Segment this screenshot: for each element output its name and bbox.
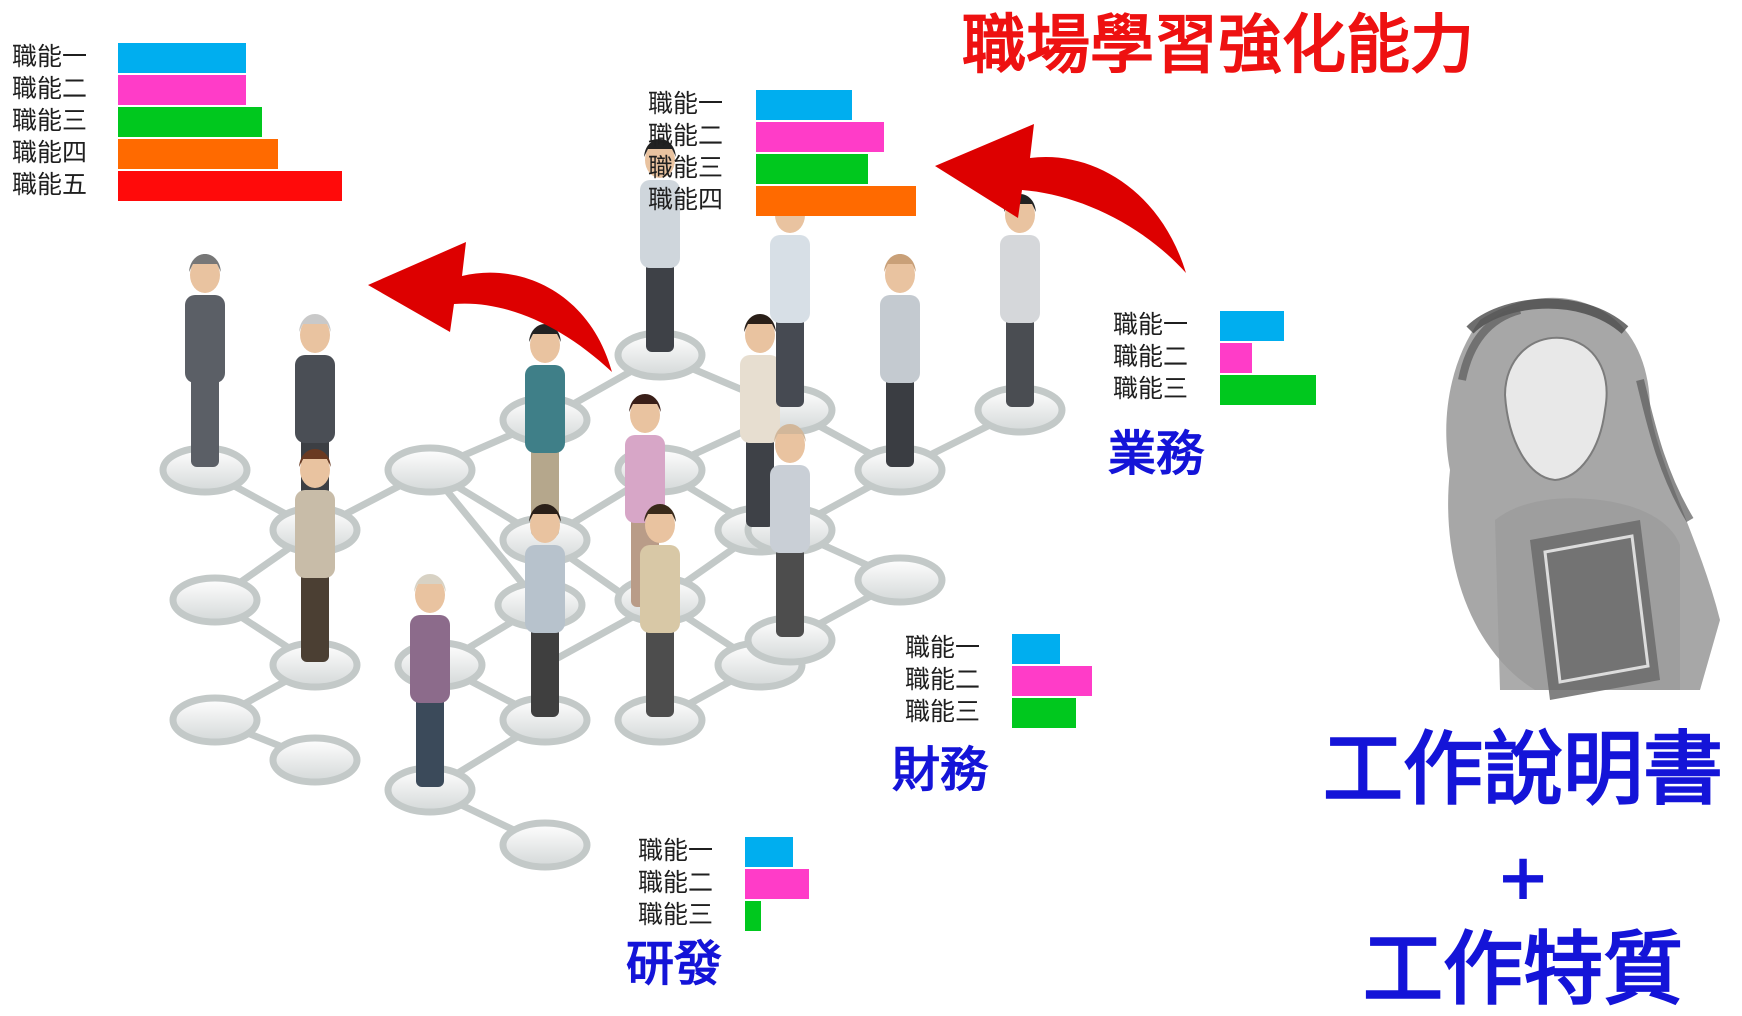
network-node bbox=[499, 819, 591, 871]
person-icon bbox=[640, 139, 680, 352]
bar bbox=[118, 75, 246, 105]
bar-label: 職能二 bbox=[905, 665, 981, 694]
person-icon bbox=[770, 424, 810, 637]
bar bbox=[118, 139, 278, 169]
person-icon bbox=[1000, 194, 1040, 407]
bar-label: 職能四 bbox=[12, 138, 88, 167]
network-node bbox=[169, 694, 261, 746]
arrow-left-icon bbox=[368, 242, 612, 372]
bar bbox=[1220, 311, 1284, 341]
bar-label: 職能五 bbox=[12, 170, 88, 199]
bar bbox=[1012, 698, 1076, 728]
job-description-text: 工作說明書 bbox=[1323, 723, 1723, 816]
bar bbox=[756, 122, 884, 152]
bar-label: 職能三 bbox=[638, 900, 714, 929]
bar-label: 職能三 bbox=[905, 697, 981, 726]
person-icon bbox=[295, 449, 335, 662]
person-icon bbox=[525, 504, 565, 717]
person-icon bbox=[770, 194, 810, 407]
bar bbox=[1220, 343, 1252, 373]
bar-label: 職能二 bbox=[638, 868, 714, 897]
department-label: 財務 bbox=[892, 742, 989, 798]
bar bbox=[1012, 634, 1060, 664]
bar-label: 職能一 bbox=[638, 836, 714, 865]
network-node bbox=[384, 444, 476, 496]
growth-arrows bbox=[368, 124, 1186, 372]
bar bbox=[745, 869, 809, 899]
bar bbox=[118, 107, 262, 137]
page-title: 職場學習強化能力 bbox=[962, 9, 1474, 83]
person-icon bbox=[185, 254, 225, 467]
bar-label: 職能二 bbox=[1113, 342, 1189, 371]
department-label: 業務 bbox=[1108, 426, 1205, 482]
bar-label: 職能一 bbox=[12, 42, 88, 71]
bar-label: 職能一 bbox=[1113, 310, 1189, 339]
network-node bbox=[269, 734, 361, 786]
person-icon bbox=[410, 574, 450, 787]
bar-label: 職能三 bbox=[1113, 374, 1189, 403]
woman-holding-books-icon bbox=[1446, 297, 1720, 700]
bar-label: 職能三 bbox=[12, 106, 88, 135]
bar-label: 職能一 bbox=[905, 633, 981, 662]
people-network-icon bbox=[185, 139, 1040, 787]
bar bbox=[118, 43, 246, 73]
person-icon bbox=[740, 314, 780, 527]
department-label: 研發 bbox=[626, 936, 723, 992]
bar bbox=[118, 171, 342, 201]
bar-label: 職能四 bbox=[648, 185, 724, 214]
plus-sign: + bbox=[1496, 841, 1550, 915]
bar bbox=[745, 901, 761, 931]
bar bbox=[756, 154, 868, 184]
bar bbox=[756, 186, 916, 216]
bar-label: 職能三 bbox=[648, 153, 724, 182]
bar-label: 職能二 bbox=[12, 74, 88, 103]
network-node bbox=[854, 554, 946, 606]
bar-label: 職能一 bbox=[648, 89, 724, 118]
bar bbox=[745, 837, 793, 867]
bar bbox=[756, 90, 852, 120]
arrow-right-icon bbox=[935, 124, 1186, 273]
network-node bbox=[169, 574, 261, 626]
person-icon bbox=[880, 254, 920, 467]
bar-label: 職能二 bbox=[648, 121, 724, 150]
bar bbox=[1012, 666, 1092, 696]
person-icon bbox=[640, 504, 680, 717]
job-traits-text: 工作特質 bbox=[1363, 923, 1683, 1016]
bar bbox=[1220, 375, 1316, 405]
